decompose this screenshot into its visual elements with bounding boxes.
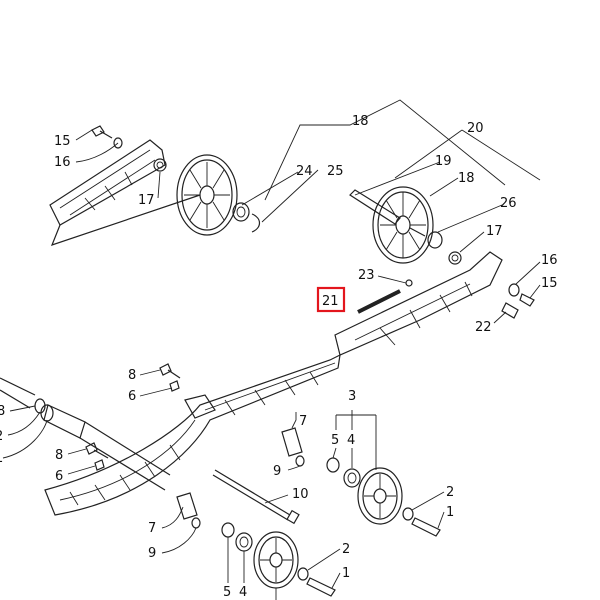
callout-15-top: 15 bbox=[54, 134, 71, 149]
callout-2-left: 2 bbox=[0, 429, 3, 444]
callout-2-lower: 2 bbox=[342, 542, 350, 557]
shaft-21 bbox=[357, 289, 401, 314]
callout-18-right: 18 bbox=[458, 171, 475, 186]
callout-20: 20 bbox=[467, 121, 484, 136]
washer-16-bolt-15-right bbox=[501, 283, 535, 319]
callout-6-top: 6 bbox=[128, 389, 136, 404]
callout-6-lower: 6 bbox=[55, 469, 63, 484]
callout-16-top: 16 bbox=[54, 155, 71, 170]
bearing-17-top bbox=[153, 158, 167, 172]
callout-19: 19 bbox=[435, 154, 452, 169]
bolts-8-6 bbox=[85, 363, 181, 471]
callout-18-top: 18 bbox=[352, 114, 369, 129]
bolt-10 bbox=[212, 469, 300, 525]
callout-17-right: 17 bbox=[486, 224, 503, 239]
callout-16-right: 16 bbox=[541, 253, 558, 268]
callout-7-upper: 7 bbox=[299, 414, 307, 429]
callout-labels: 18 20 15 16 24 25 19 18 17 26 17 16 15 2… bbox=[0, 114, 558, 600]
callout-8-top: 8 bbox=[128, 368, 136, 383]
axle-wheel-upper-right bbox=[349, 186, 443, 264]
callout-17-top: 17 bbox=[138, 193, 155, 208]
callout-5-upper: 5 bbox=[331, 433, 339, 448]
callout-23: 23 bbox=[358, 268, 375, 283]
callout-8-left: 8 bbox=[0, 404, 5, 419]
callout-3: 3 bbox=[348, 389, 356, 404]
callout-7-lower: 7 bbox=[148, 521, 156, 536]
callout-15-right: 15 bbox=[541, 276, 558, 291]
callout-21-highlight bbox=[316, 286, 346, 313]
callout-22: 22 bbox=[475, 320, 492, 335]
right-rail bbox=[334, 251, 503, 356]
wheel-lower-right bbox=[326, 457, 441, 537]
callout-8-lower: 8 bbox=[55, 448, 63, 463]
leader-lines bbox=[2, 99, 541, 600]
callout-1-lower: 1 bbox=[342, 566, 350, 581]
callout-1-left: 1 bbox=[0, 451, 3, 466]
callout-9-upper: 9 bbox=[273, 464, 281, 479]
wheel-upper-left bbox=[176, 154, 261, 236]
callout-2-right: 2 bbox=[446, 485, 454, 500]
callout-5-lower: 5 bbox=[223, 585, 231, 600]
callout-4-lower: 4 bbox=[239, 585, 247, 600]
upper-rail bbox=[49, 139, 201, 246]
main-rail bbox=[44, 353, 341, 516]
callout-10: 10 bbox=[292, 487, 309, 502]
callout-26: 26 bbox=[500, 196, 517, 211]
callout-24: 24 bbox=[296, 164, 313, 179]
callout-9-lower: 9 bbox=[148, 546, 156, 561]
callout-21: 21 bbox=[322, 294, 339, 309]
bolt-15-top bbox=[91, 125, 123, 149]
callout-1-right: 1 bbox=[446, 505, 454, 520]
spacer-7-lower bbox=[176, 492, 201, 529]
callout-4-upper: 4 bbox=[347, 433, 355, 448]
callout-25: 25 bbox=[327, 164, 344, 179]
spacer-7-upper bbox=[281, 427, 305, 467]
